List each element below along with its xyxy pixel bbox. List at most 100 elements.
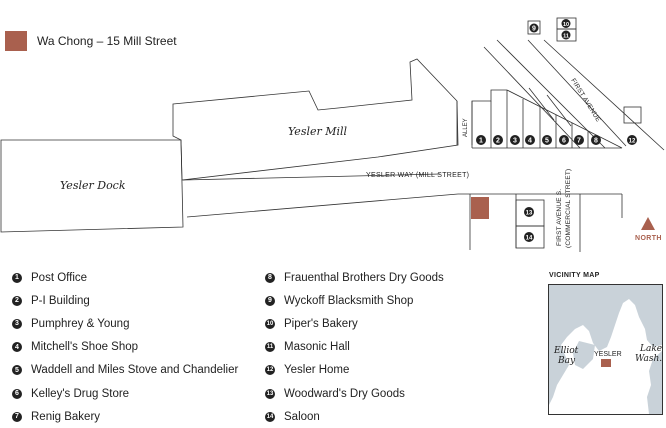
wharf-line-upper [182,173,441,181]
key-number: 4 [12,342,22,353]
key-number: 1 [12,272,22,283]
marker-4: 4 [525,135,535,145]
alley-label: ALLEY [463,118,469,137]
marker-13-label: 13 [526,211,533,217]
first-avenue-line-b [496,39,606,149]
key-number: 12 [265,365,275,376]
key-item: 11 Masonic Hall [265,336,444,359]
marker-7-label: 7 [577,138,581,145]
key-label: Masonic Hall [284,341,350,354]
marker-11-label: 11 [563,34,569,40]
marker-1: 1 [476,135,486,145]
marker-4-label: 4 [528,138,532,145]
key-label: Renig Bakery [31,410,101,423]
marker-2-label: 2 [496,138,500,145]
vicinity-yesler-marker [601,359,611,367]
yesler-dock-label: Yesler Dock [60,179,126,192]
key-item: 14 Saloon [265,405,444,428]
yesler-mill-outline [172,58,459,181]
marker-14: 14 [524,232,534,242]
key-label: Yesler Home [284,364,350,377]
yesler-dock-outline [0,139,184,233]
key-label: Wyckoff Blacksmith Shop [284,294,414,307]
first-avenue-line-a [483,46,581,149]
key-label: Kelley's Drug Store [31,387,130,400]
vicinity-water [549,285,662,405]
marker-9: 9 [529,23,539,33]
key-number: 10 [265,318,275,329]
marker-2: 2 [493,135,503,145]
key-label: Piper's Bakery [284,317,358,330]
building-11-outline [556,28,577,42]
vicinity-map: Elliot Bay YESLER Lake Wash. [548,284,663,415]
block-outline [471,89,623,149]
vicinity-yesler-label: YESLER [594,351,622,358]
marker-3-label: 3 [513,138,517,145]
key-number: 13 [265,388,275,399]
commercial-street-label: (COMMERCIAL STREET) [565,169,572,248]
key-number: 3 [12,318,22,329]
elliot-label: Elliot [553,346,579,356]
marker-8-label: 8 [594,138,598,145]
first-avenue-line-d [543,39,665,151]
key-item: 12 Yesler Home [265,359,444,382]
key-number: 14 [265,411,275,422]
key-number: 7 [12,411,22,422]
key-number: 8 [265,272,275,283]
first-avenue-s-label: FIRST AVENUE S. [556,189,563,246]
key-number: 9 [265,295,275,306]
marker-13: 13 [524,207,534,217]
marker-6: 6 [559,135,569,145]
building-key-right: 8 Frauenthal Brothers Dry Goods 9 Wyckoff … [265,266,444,428]
marker-12: 12 [627,135,637,145]
key-item: 13 Woodward's Dry Goods [265,382,444,405]
marker-10-label: 10 [563,22,569,28]
key-item: 8 Frauenthal Brothers Dry Goods [265,266,444,289]
key-item: 10 Piper's Bakery [265,312,444,335]
key-item: 2 P-I Building [12,289,238,312]
marker-5-label: 5 [545,138,549,145]
north-label: NORTH [635,235,662,242]
marker-7: 7 [574,135,584,145]
marker-8: 8 [591,135,601,145]
key-number: 11 [265,342,275,353]
key-item: 5 Waddell and Miles Stove and Chandelier [12,359,238,382]
marker-11: 11 [561,30,571,40]
key-label: Woodward's Dry Goods [284,387,405,400]
wash-label: Wash. [635,354,662,364]
marker-14-label: 14 [526,236,533,242]
key-item: 1 Post Office [12,266,238,289]
vicinity-water-bay [573,341,595,369]
wa-chong-swatch [5,31,27,51]
key-label: Saloon [284,410,320,423]
building-12-outline [623,106,642,124]
key-label: Waddell and Miles Stove and Chandelier [31,364,239,377]
marker-5: 5 [542,135,552,145]
key-item: 7 Renig Bakery [12,405,238,428]
key-label: Frauenthal Brothers Dry Goods [284,271,444,284]
wa-chong-building [471,197,489,219]
marker-9-label: 9 [532,26,536,33]
first-avenue-line-c [527,39,627,147]
building-9-outline [527,20,541,35]
yesler-way-label: YESLER WAY (MILL STREET) [366,172,469,179]
wharf-line-lower [186,193,459,218]
marker-3: 3 [510,135,520,145]
key-label: P-I Building [31,294,90,307]
vicinity-water-lake [647,351,662,414]
marker-10: 10 [561,19,571,28]
key-label: Mitchell's Shoe Shop [31,341,139,354]
marker-6-label: 6 [562,138,566,145]
map-legend: Wa Chong – 15 Mill Street [5,31,177,51]
key-number: 2 [12,295,22,306]
key-number: 5 [12,365,22,376]
key-label: Post Office [31,271,88,284]
bay-label: Bay [557,356,576,366]
north-arrow-icon [641,217,655,230]
diagonal-stub-1 [528,87,555,121]
key-item: 4 Mitchell's Shoe Shop [12,336,238,359]
lake-label: Lake [639,344,662,354]
marker-12-label: 12 [629,139,636,145]
